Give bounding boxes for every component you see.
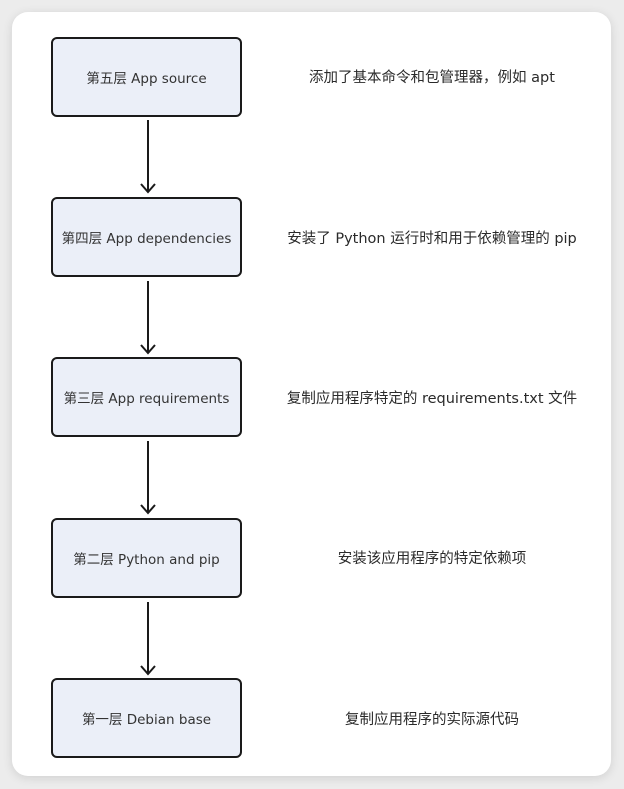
arrow-down-icon [140,120,156,194]
layer-box-1: 第一层 Debian base [51,678,242,758]
layer-box-5: 第五层 App source [51,37,242,117]
layer-label: 第一层 Debian base [81,712,212,728]
arrow-down-icon [140,602,156,676]
layer-description-3: 复制应用程序特定的 requirements.txt 文件 [286,391,578,407]
layer-description-2: 安装该应用程序的特定依赖项 [337,551,527,567]
layer-label: 第五层 App source [86,71,207,87]
layer-description-4: 安装了 Python 运行时和用于依赖管理的 pip [287,231,577,247]
layer-box-4: 第四层 App dependencies [51,197,242,277]
layer-box-3: 第三层 App requirements [51,357,242,437]
layer-label: 第二层 Python and pip [73,552,220,568]
layer-description-5: 添加了基本命令和包管理器，例如 apt [309,70,555,86]
layer-label: 第三层 App requirements [63,391,230,407]
layer-box-2: 第二层 Python and pip [51,518,242,598]
arrow-down-icon [140,441,156,515]
arrow-down-icon [140,281,156,355]
layer-label: 第四层 App dependencies [61,231,232,247]
layer-description-1: 复制应用程序的实际源代码 [345,712,519,728]
